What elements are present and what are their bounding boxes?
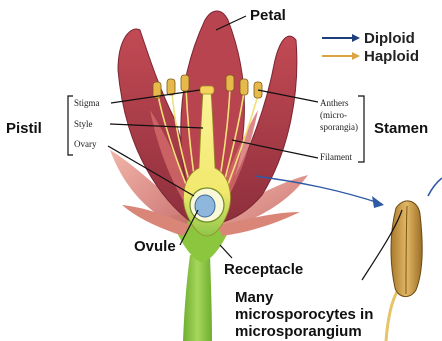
diploid-label: Diploid — [364, 30, 415, 47]
diploid-arrowhead — [352, 34, 360, 42]
haploid-arrowhead — [352, 52, 360, 60]
anthers-label-line2: (micro- — [320, 110, 347, 120]
ovary-label: Ovary — [74, 139, 97, 149]
stamen-bracket — [358, 96, 364, 162]
style-label: Style — [74, 119, 93, 129]
enlarged-filament-top — [428, 178, 442, 196]
petal-label: Petal — [250, 7, 286, 24]
anthers-label-line1: Anthers — [320, 98, 349, 108]
receptacle-label: Receptacle — [224, 261, 303, 278]
stigma-label: Stigma — [74, 98, 100, 108]
anthers-label-line3: sporangia) — [320, 122, 358, 132]
stamen-label: Stamen — [374, 120, 428, 137]
stem — [183, 255, 212, 341]
stigma-shape — [200, 86, 214, 94]
pistil-bracket — [68, 96, 73, 155]
pistil-label: Pistil — [6, 120, 42, 137]
ovule-label: Ovule — [134, 238, 176, 255]
ovule-shape — [195, 195, 215, 217]
caption-line-3: microsporangium — [235, 323, 362, 340]
zoom-arrowhead — [372, 196, 384, 208]
haploid-label: Haploid — [364, 48, 419, 65]
receptacle-leader — [220, 245, 232, 258]
enlarged-filament — [386, 290, 398, 341]
caption-line-1: Many — [235, 289, 274, 306]
filament-label: Filament — [320, 152, 352, 162]
caption-line-2: microsporocytes in — [235, 306, 373, 323]
